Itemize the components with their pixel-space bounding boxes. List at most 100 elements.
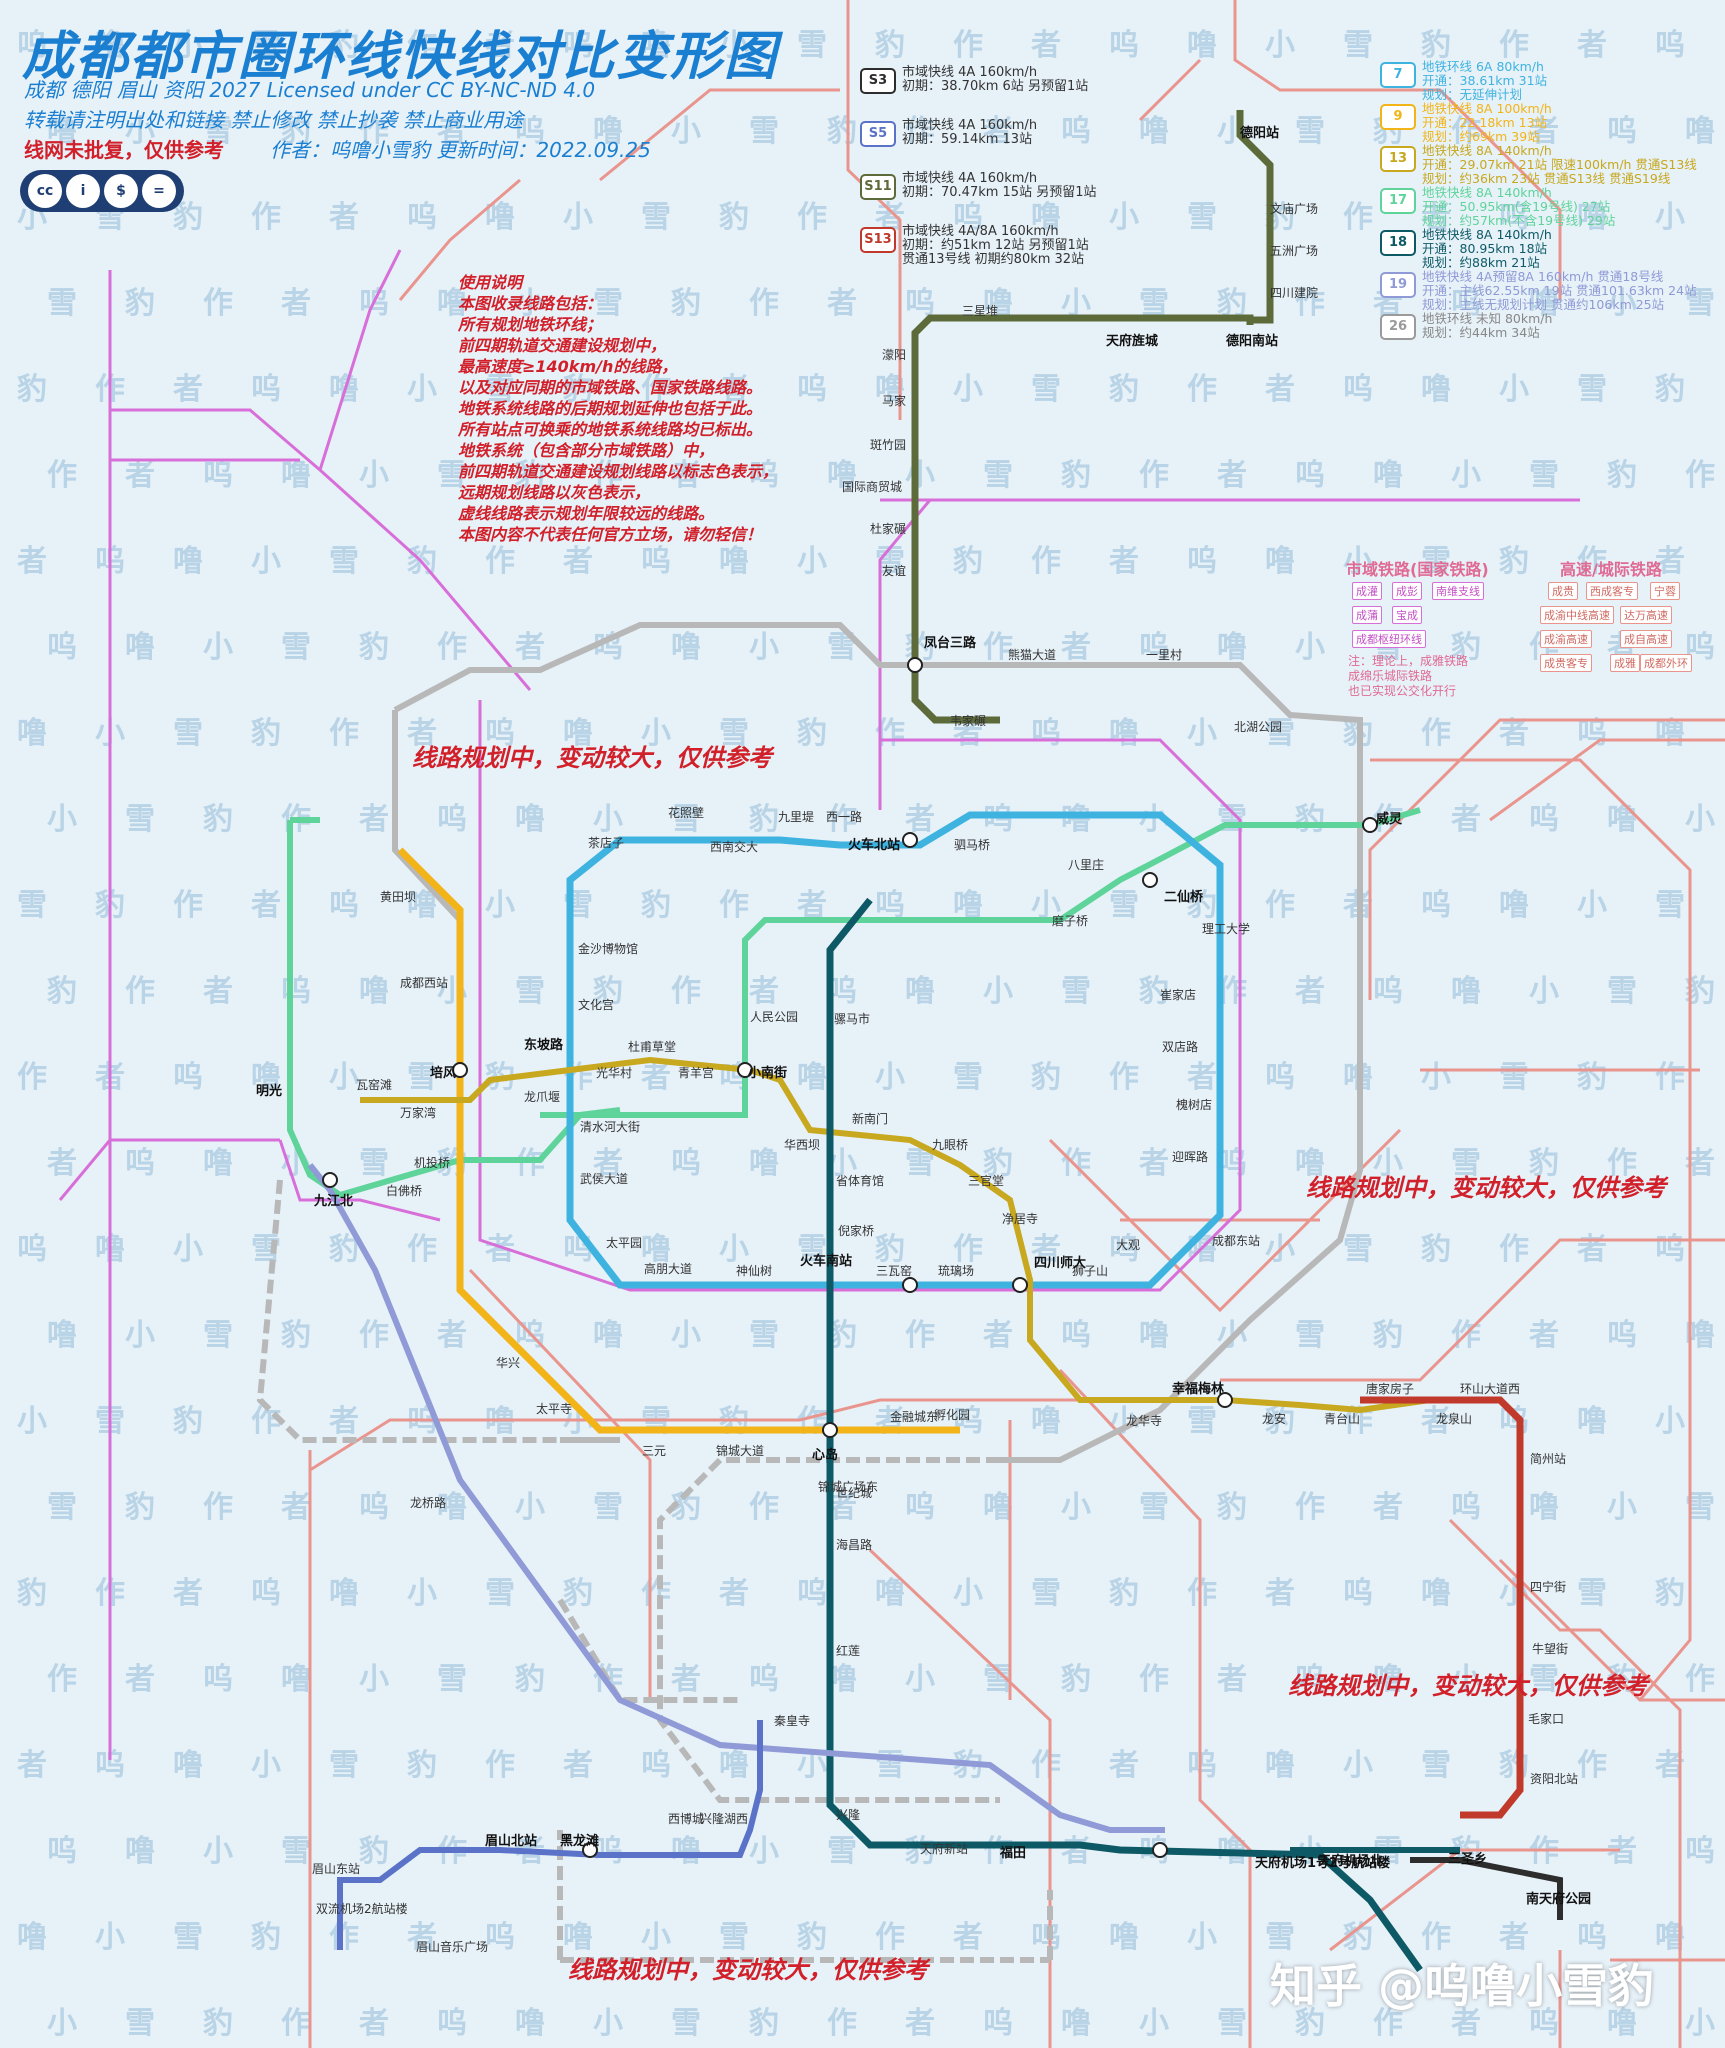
watermark-char: 者 <box>1450 2006 1481 2041</box>
station-label: 文庙广场 <box>1270 202 1319 216</box>
watermark-char: 作 <box>436 630 467 665</box>
watermark-char: 豹 <box>1294 802 1325 837</box>
watermark-char: 者 <box>1498 1920 1529 1955</box>
watermark-char: 作 <box>1576 544 1607 579</box>
watermark-char: 呜 <box>1294 1662 1325 1697</box>
legend-line-badge: 7 <box>1380 62 1416 88</box>
station-label: 崔家店 <box>1160 988 1197 1002</box>
note-line: 使用说明 <box>458 273 523 292</box>
legend-line-text: 地铁快线 4A预留8A 160km/h 贯通18号线开通：主线62.55km 1… <box>1422 270 1697 312</box>
station-label: 杜甫草堂 <box>628 1040 677 1054</box>
watermark-char: 呜 <box>1060 1318 1091 1353</box>
station-label: 西南交大 <box>710 840 759 854</box>
usage-notes: 使用说明 本图收录线路包括： 所有规划地铁环线； 前四期轨道交通建设规划中， 最… <box>458 272 838 545</box>
watermark-char: 噜 <box>1108 1920 1139 1955</box>
watermark-char: 噜 <box>670 630 701 665</box>
watermark-char: 者 <box>1030 1232 1061 1267</box>
watermark-char: 作 <box>1030 1748 1061 1783</box>
watermark-char: 噜 <box>982 1490 1013 1525</box>
line-26-s <box>657 1457 1000 1803</box>
station-label: 火车北站 <box>848 838 901 853</box>
station-label: 二仙桥 <box>1164 890 1204 905</box>
station-label: 天府机场1号2号航站楼 <box>1255 1856 1391 1871</box>
watermark-char: 作 <box>406 1232 437 1267</box>
watermark-char: 者 <box>1030 28 1061 63</box>
watermark-char: 作 <box>1420 1920 1451 1955</box>
watermark-char: 噜 <box>16 1920 47 1955</box>
watermark-char: 呜 <box>202 458 233 493</box>
station-label: 双流机场2航站楼 <box>316 1902 408 1916</box>
legend-text-line: 开通：80.95km 18站 <box>1422 241 1548 256</box>
watermark-char: 小 <box>1450 458 1481 493</box>
station-label: 太平园 <box>606 1236 643 1250</box>
legend-text-line: 规划：约44km 34站 <box>1422 325 1540 340</box>
legend-line-badge: 17 <box>1380 188 1416 214</box>
watermark-char: 小 <box>1264 28 1295 63</box>
watermark-char: 小 <box>1528 974 1559 1009</box>
watermark-char: 豹 <box>904 1834 935 1869</box>
watermark-char: 雪 <box>46 1490 77 1525</box>
watermark-char: 噜 <box>280 458 311 493</box>
station-label: 德阳南站 <box>1226 334 1279 349</box>
watermark-char: 呜 <box>982 2006 1013 2041</box>
watermark-char: 作 <box>1138 458 1169 493</box>
watermark-char: 小 <box>952 372 983 407</box>
watermark-char: 小 <box>1654 1404 1685 1439</box>
legend-text-line: 市域快线 4A 160km/h <box>902 65 1038 80</box>
line-26-ne <box>393 622 1363 1463</box>
watermark-char: 者 <box>1420 200 1451 235</box>
watermark-char: 呜 <box>1030 1920 1061 1955</box>
watermark-char: 呜 <box>1294 458 1325 493</box>
note-line: 前四期轨道交通建设规划线路以标志色表示， <box>458 462 779 481</box>
subtitle-line-2: 转载请注明出处和链接 禁止修改 禁止抄袭 禁止商业用途 <box>24 108 524 132</box>
watermark-char: 噜 <box>640 1232 671 1267</box>
watermark-char: 作 <box>1420 716 1451 751</box>
legend-text-line: 开通：主线62.55km 19站 贯通101.63km 24站 <box>1422 283 1697 298</box>
watermark-char: 呜 <box>202 1662 233 1697</box>
watermark-char: 呜 <box>640 1748 671 1783</box>
station-label: 磨子桥 <box>1052 914 1089 928</box>
watermark-char: 者 <box>280 286 311 321</box>
station-label: 九里堤 <box>778 810 815 824</box>
rail-legend-note: 注：理论上，成雅铁路 成绵乐城际铁路 也已实现公交化开行 <box>1348 654 1468 699</box>
rail-note-line: 成绵乐城际铁路 <box>1348 669 1433 683</box>
watermark-char: 者 <box>172 372 203 407</box>
station-label: 龙爪堰 <box>524 1090 561 1104</box>
watermark-char: 者 <box>16 544 47 579</box>
watermark-char: 作 <box>640 372 671 407</box>
watermark-char: 者 <box>436 1318 467 1353</box>
watermark-char: 噜 <box>436 1490 467 1525</box>
watermark-char: 者 <box>670 458 701 493</box>
watermark-char: 作 <box>1186 1576 1217 1611</box>
watermark-char: 者 <box>1108 544 1139 579</box>
legend-text-line: 贯通13号线 初期约80km 32站 <box>902 252 1085 267</box>
watermark-char: 噜 <box>172 544 203 579</box>
watermark-char: 作 <box>1138 1662 1169 1697</box>
line-17-main <box>540 807 1421 1118</box>
watermark-char: 雪 <box>406 1060 437 1095</box>
watermark-char: 噜 <box>514 2006 545 2041</box>
station-label: 锦城大道 <box>716 1444 765 1458</box>
cc-license-badge: cc i $ = <box>20 170 184 212</box>
watermark-char: 作 <box>796 200 827 235</box>
legend-text-line: 开通：22.18km 13站 <box>1422 115 1548 130</box>
watermark-char: 豹 <box>640 888 671 923</box>
watermark-char: 者 <box>406 1920 437 1955</box>
watermark-char: 豹 <box>826 114 857 149</box>
watermark-char: 噜 <box>46 1318 77 1353</box>
watermark-char: 者 <box>1138 1146 1169 1181</box>
watermark-char: 者 <box>124 1662 155 1697</box>
station-jiujiangbei-marker <box>322 1172 338 1188</box>
watermark-char: 小 <box>562 200 593 235</box>
watermark-char: 小 <box>1420 1060 1451 1095</box>
watermark-char: 小 <box>592 802 623 837</box>
watermark-char: 者 <box>328 200 359 235</box>
legend-line-badge: S3 <box>860 68 896 94</box>
watermark-char: 雪 <box>1420 1748 1451 1783</box>
watermark-char: 小 <box>640 716 671 751</box>
station-nantianfu-marker <box>582 1842 598 1858</box>
watermark-char: 作 <box>952 1232 983 1267</box>
watermark-char: 小 <box>1186 716 1217 751</box>
